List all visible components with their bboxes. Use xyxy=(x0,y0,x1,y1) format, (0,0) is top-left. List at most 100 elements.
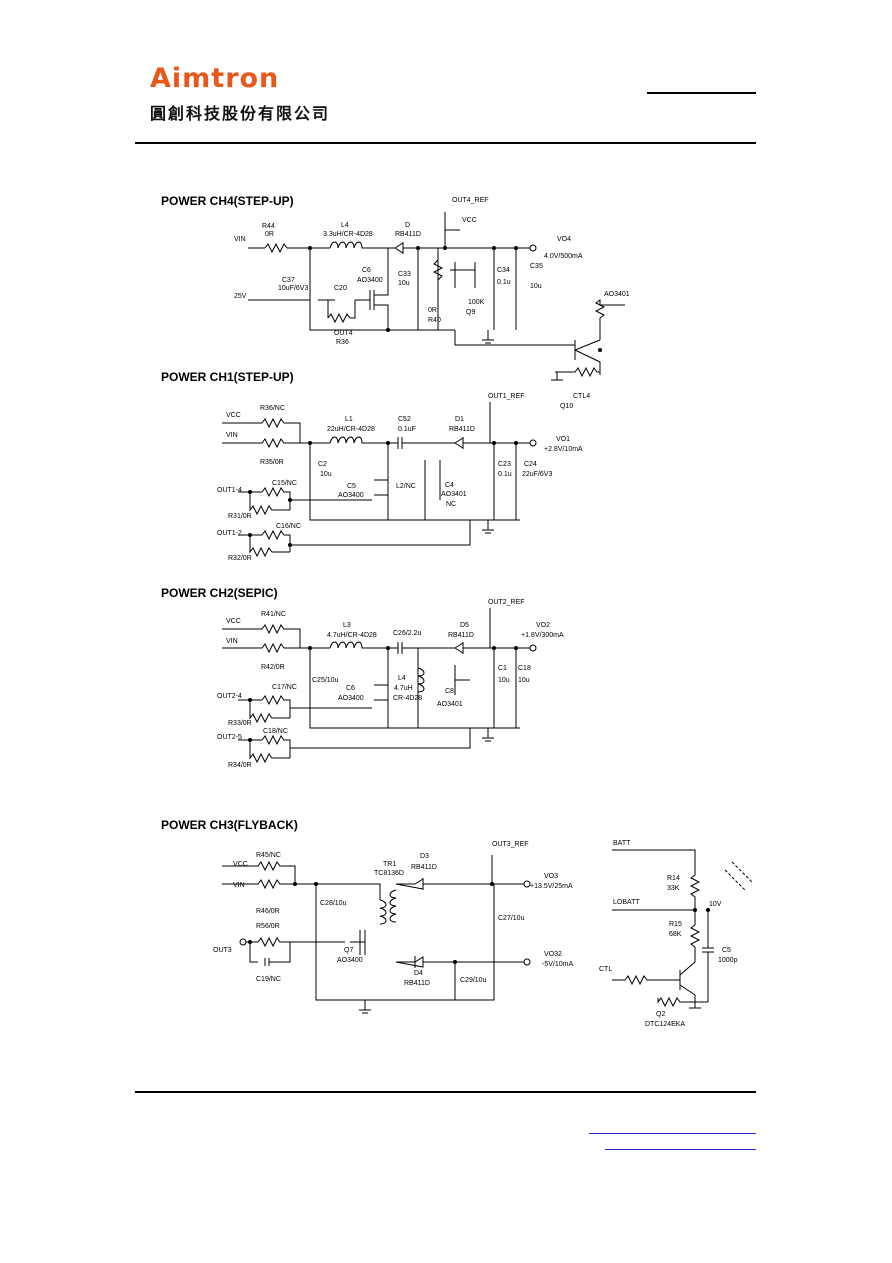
ch2-label: L4 xyxy=(398,675,406,682)
ch4-label: R36 xyxy=(336,339,349,346)
ch2-label: C1 xyxy=(498,665,507,672)
ch2-label: C6 xyxy=(346,685,355,692)
ch3-label: C28/10u xyxy=(320,900,347,907)
ch3-label: LOBATT xyxy=(613,899,640,906)
ch3-label: 33K xyxy=(667,885,680,892)
ch2-label: CR-4D28 xyxy=(393,695,422,702)
ch4-label: Q9 xyxy=(466,309,475,316)
ch2-label: C25/10u xyxy=(312,677,339,684)
ch3-label: OUT3 xyxy=(213,947,232,954)
header-short-rule xyxy=(647,92,756,94)
ch1-label: 22uH/CR-4D28 xyxy=(327,426,375,433)
ch1-label: L1 xyxy=(345,416,353,423)
ch4-label: Q10 xyxy=(560,403,573,410)
ch4-label: R40 xyxy=(428,317,441,324)
ch2-label: AO3400 xyxy=(338,695,364,702)
ch1-label: VCC xyxy=(226,412,241,419)
ch4-label: C33 xyxy=(398,271,411,278)
footer-link-1[interactable] xyxy=(589,1133,756,1134)
ch1-label: OUT1-4 xyxy=(217,487,242,494)
ch3-label: D3 xyxy=(420,853,429,860)
ch1-label: C16/NC xyxy=(276,523,301,530)
ch1-label: C24 xyxy=(524,461,537,468)
section-title-ch2: POWER CH2(SEPIC) xyxy=(161,586,278,600)
company-name-chinese: 圓創科技股份有限公司 xyxy=(150,104,331,123)
ch1-label: C52 xyxy=(398,416,411,423)
ch4-label: C6 xyxy=(362,267,371,274)
ch1-label: 10u xyxy=(320,471,332,478)
ch4-circuit xyxy=(248,212,625,381)
ch3-label: 1000p xyxy=(718,957,738,964)
ch2-label: RB411D xyxy=(448,632,474,639)
ch2-label: R33/0R xyxy=(228,720,252,727)
ch4-label: AO3400 xyxy=(357,277,383,284)
ch1-label: VIN xyxy=(226,432,238,439)
ch1-label: C4 xyxy=(445,482,454,489)
ch4-label: VIN xyxy=(234,236,246,243)
ch3-label: OUT3_REF xyxy=(492,841,529,848)
ch4-label: D xyxy=(405,222,410,229)
ch4-label: VCC xyxy=(462,217,477,224)
footer-link-2[interactable] xyxy=(605,1149,756,1150)
ch3-label: R15 xyxy=(669,921,682,928)
ch4-label: RB411D xyxy=(395,231,421,238)
ch2-label: R41/NC xyxy=(261,611,286,618)
company-logo: Aimtron 圓創科技股份有限公司 xyxy=(150,64,330,124)
ch2-label: C17/NC xyxy=(272,684,297,691)
ch2-label: R42/0R xyxy=(261,664,285,671)
ch2-label: VO2 xyxy=(536,622,550,629)
ch4-label: 100K xyxy=(468,299,485,306)
ch1-label: C5 xyxy=(347,483,356,490)
ch1-label: D1 xyxy=(455,416,464,423)
ch4-label: 0.1u xyxy=(497,279,511,286)
ch2-label: C18 xyxy=(518,665,531,672)
ch4-label: 4.0V/500mA xyxy=(544,253,583,260)
ch1-label: AO3401 xyxy=(441,491,467,498)
ch4-label: 3.3uH/CR-4D28 xyxy=(323,231,373,238)
ch3-label: 68K xyxy=(669,931,682,938)
ch3-label: C29/10u xyxy=(460,977,487,984)
ch2-label: +1.8V/300mA xyxy=(521,632,564,639)
ch3-label: R45/NC xyxy=(256,852,281,859)
ch2-label: R34/0R xyxy=(228,762,252,769)
ch4-label: 10uF/6V3 xyxy=(278,285,308,292)
ch2-label: OUT2-5 xyxy=(217,734,242,741)
ch3-label: TC8136D xyxy=(374,870,404,877)
ch1-label: OUT1-2 xyxy=(217,530,242,537)
ch4-label: 10u xyxy=(530,283,542,290)
ch1-label: C23 xyxy=(498,461,511,468)
footer-rule xyxy=(135,1091,756,1093)
header-rule xyxy=(135,142,756,144)
ch1-label: R36/NC xyxy=(260,405,285,412)
ch3-label: VCC xyxy=(233,861,248,868)
ch4-label: C35 xyxy=(530,263,543,270)
ch3-label: Q7 xyxy=(344,947,353,954)
ch4-label: C34 xyxy=(497,267,510,274)
ch1-label: VO1 xyxy=(556,436,570,443)
ch3-label: -5V/10mA xyxy=(542,961,573,968)
ch2-label: C8 xyxy=(445,688,454,695)
ch4-label: C37 xyxy=(282,277,295,284)
section-title-ch1: POWER CH1(STEP-UP) xyxy=(161,370,294,384)
section-title-ch3: POWER CH3(FLYBACK) xyxy=(161,818,298,832)
ch2-label: AO3401 xyxy=(437,701,463,708)
ch4-label: OUT4_REF xyxy=(452,197,489,204)
ch4-label: 25V xyxy=(234,293,247,300)
ch3-label: BATT xyxy=(613,840,631,847)
ch3-labels: VCCR45/NCVINR46/0RR56/0RC28/10uTR1TC8136… xyxy=(213,840,738,1028)
ch1-label: RB411D xyxy=(449,426,475,433)
ch2-label: 10u xyxy=(518,677,530,684)
ch1-label: OUT1_REF xyxy=(488,393,525,400)
ch3-label: R14 xyxy=(667,875,680,882)
ch1-label: C2 xyxy=(318,461,327,468)
ch3-label: R56/0R xyxy=(256,923,280,930)
ch3-label: VIN xyxy=(233,882,245,889)
logo-wordmark: Aimtron xyxy=(150,63,280,94)
ch2-circuit xyxy=(222,608,537,764)
ch3-label: Q2 xyxy=(656,1011,665,1018)
ch1-label: 0.1u xyxy=(498,471,512,478)
ch2-label: 4.7uH xyxy=(394,685,413,692)
ch2-label: L3 xyxy=(343,622,351,629)
ch1-label: AO3400 xyxy=(338,492,364,499)
